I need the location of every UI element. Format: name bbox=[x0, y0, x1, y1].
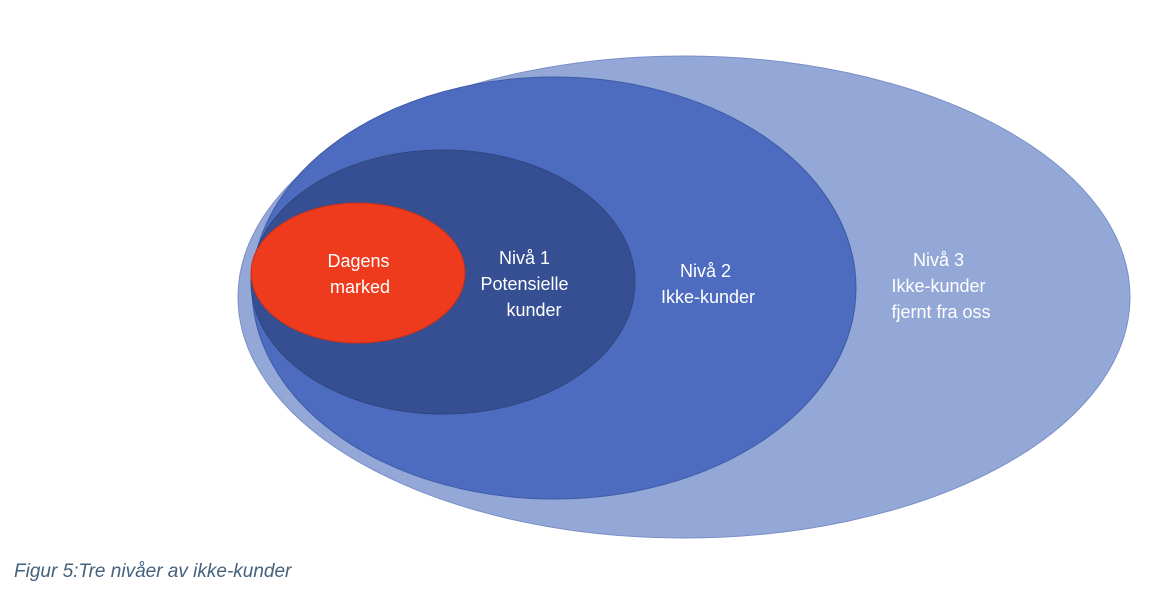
level-3-label: Nivå 3 Ikke-kunder fjernt fra oss bbox=[891, 250, 990, 322]
dagens-marked-ellipse bbox=[250, 202, 466, 344]
dagens-marked-label: Dagens marked bbox=[327, 251, 394, 297]
level-2-label: Nivå 2 Ikke-kunder bbox=[661, 261, 755, 307]
figure-caption: Figur 5:Tre nivåer av ikke-kunder bbox=[14, 561, 292, 582]
nested-levels-diagram: Nivå 3 Ikke-kunder fjernt fra oss Nivå 2… bbox=[237, 55, 1131, 539]
level-1-label: Nivå 1 Potensielle kunder bbox=[480, 248, 573, 320]
